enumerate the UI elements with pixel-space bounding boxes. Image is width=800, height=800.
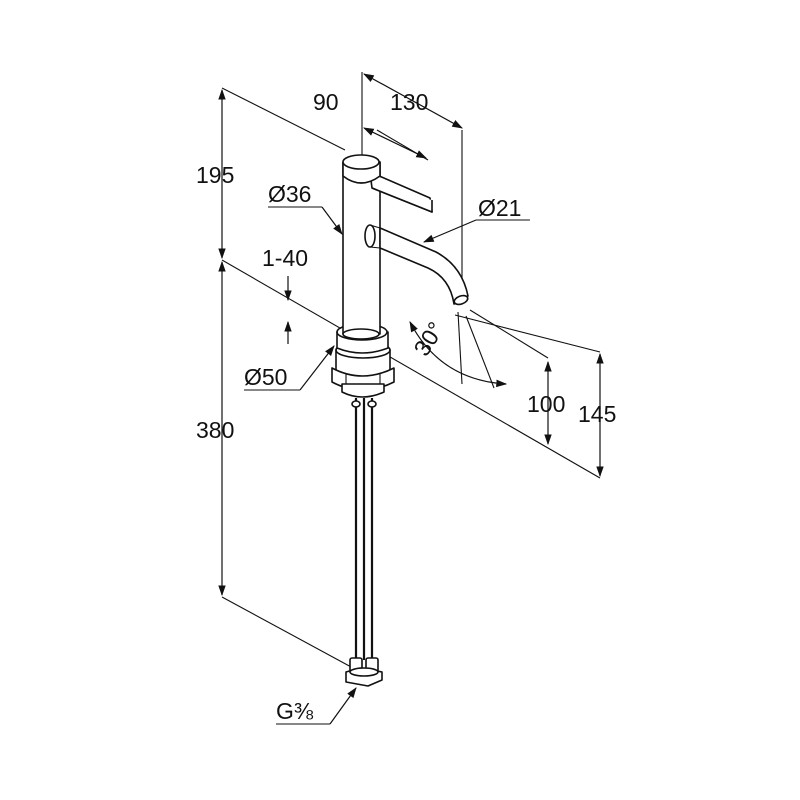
dimension-lines <box>218 73 604 597</box>
dim-deck-thickness: 1-40 <box>262 245 308 271</box>
hose-connectors <box>345 657 383 687</box>
leader-lines <box>244 206 530 725</box>
dim-width-lever: 90 <box>313 89 339 115</box>
dim-spout-height: 100 <box>527 391 565 417</box>
dim-hose-length: 380 <box>196 417 234 443</box>
dim-width-spout: 130 <box>390 89 428 115</box>
dim-spout-reach: 145 <box>578 401 616 427</box>
dim-base-diameter: Ø50 <box>244 364 287 390</box>
faucet <box>331 154 469 687</box>
dimension-labels: 90 130 195 Ø36 Ø21 1-40 Ø50 30° 100 145 … <box>196 89 616 724</box>
dim-body-diameter: Ø36 <box>268 181 311 207</box>
dim-connection-thread: G⅜ <box>276 698 314 724</box>
supply-hoses <box>351 398 377 660</box>
dim-spout-angle: 30° <box>408 317 448 360</box>
dim-height-total: 195 <box>196 162 234 188</box>
dim-spout-diameter: Ø21 <box>478 195 521 221</box>
faucet-spout <box>364 224 469 306</box>
faucet-cap <box>342 154 381 184</box>
lever-handle <box>369 171 433 213</box>
